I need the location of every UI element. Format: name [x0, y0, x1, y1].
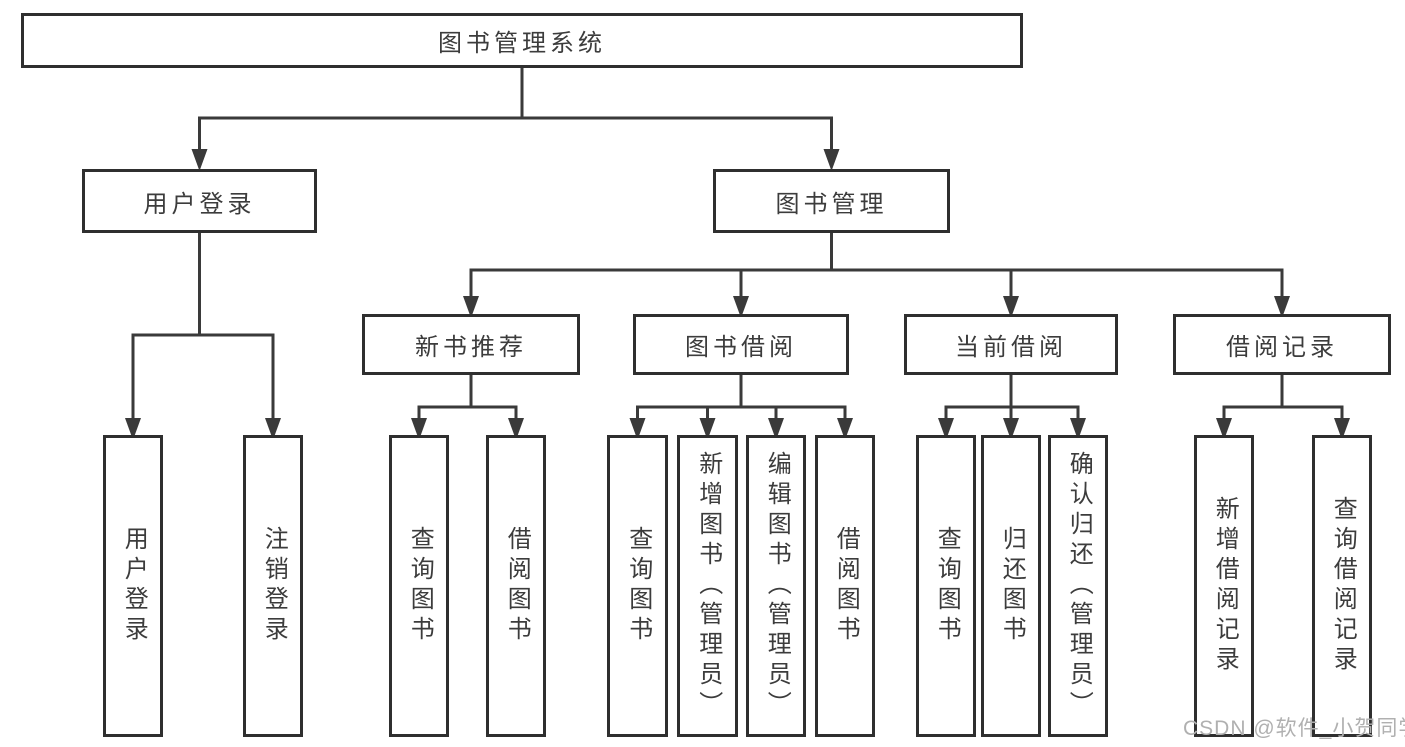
node-label: 用户登录: [120, 526, 148, 646]
node-label: 用户登录: [143, 190, 256, 218]
leaf-edit-books-admin: 编辑图书（管理员）: [746, 435, 806, 737]
node-current-borrow: 当前借阅: [904, 314, 1118, 375]
leaf-add-borrow-record: 新增借阅记录: [1194, 435, 1254, 737]
leaf-borrow-query-books: 查询图书: [607, 435, 668, 737]
node-label: 查询图书: [624, 526, 652, 646]
leaf-borrow-books: 借阅图书: [815, 435, 875, 737]
leaf-logout: 注销登录: [243, 435, 303, 737]
node-label: 借阅图书: [503, 526, 531, 646]
leaf-query-borrow-record: 查询借阅记录: [1312, 435, 1372, 737]
leaf-user-login: 用户登录: [103, 435, 163, 737]
node-label: 新增借阅记录: [1211, 496, 1239, 676]
node-label: 编辑图书（管理员）: [763, 451, 791, 721]
csdn-watermark: CSDN @软件_小贺同学: [1183, 717, 1405, 740]
leaf-return-books: 归还图书: [981, 435, 1041, 737]
node-borrow-records: 借阅记录: [1173, 314, 1391, 375]
node-label: 查询图书: [933, 526, 961, 646]
node-label: 图书借阅: [685, 334, 797, 361]
node-label: 注销登录: [260, 526, 288, 646]
node-root: 图书管理系统: [21, 13, 1023, 68]
node-label: 图书管理: [775, 190, 888, 218]
node-label: 查询图书: [406, 526, 434, 646]
node-label: 归还图书: [998, 526, 1026, 646]
node-label: 新书推荐: [415, 334, 527, 361]
node-label: 借阅图书: [832, 526, 860, 646]
leaf-add-books-admin: 新增图书（管理员）: [677, 435, 738, 737]
node-label: 新增图书（管理员）: [694, 451, 722, 721]
node-label: 借阅记录: [1226, 334, 1338, 361]
leaf-current-query-books: 查询图书: [916, 435, 976, 737]
node-label: 确认归还（管理员）: [1065, 451, 1093, 721]
leaf-recommend-borrow-books: 借阅图书: [486, 435, 546, 737]
node-book-borrow: 图书借阅: [633, 314, 849, 375]
node-user-login: 用户登录: [82, 169, 317, 233]
node-book-management: 图书管理: [713, 169, 950, 233]
node-new-book-recommend: 新书推荐: [362, 314, 580, 375]
leaf-confirm-return-admin: 确认归还（管理员）: [1048, 435, 1108, 737]
node-label: 图书管理系统: [438, 30, 606, 57]
node-label: 当前借阅: [955, 334, 1067, 361]
leaf-recommend-query-books: 查询图书: [389, 435, 449, 737]
node-label: 查询借阅记录: [1329, 496, 1357, 676]
